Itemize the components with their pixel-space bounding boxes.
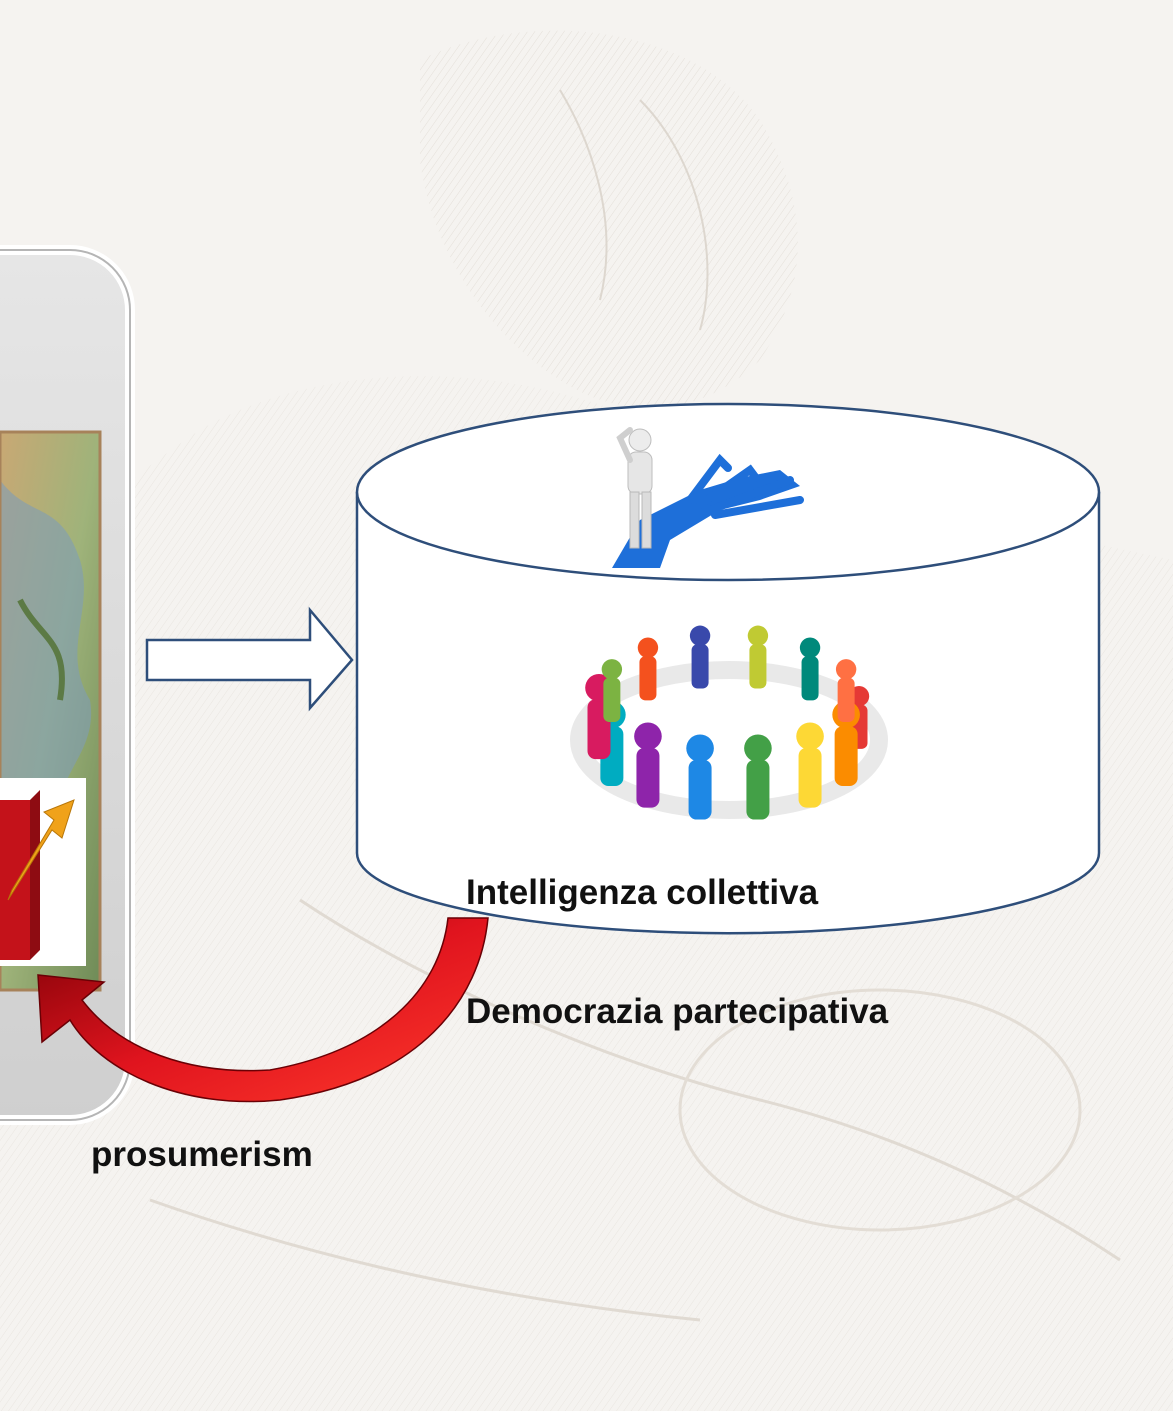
collective-intelligence-label: Intelligenza collettiva — [466, 873, 819, 912]
person-head — [799, 637, 821, 658]
person-figure — [639, 656, 657, 701]
person-figure — [801, 656, 819, 701]
curved-red-arrow — [37, 917, 489, 1103]
person-head — [796, 722, 824, 751]
person-figure — [834, 726, 858, 787]
person-head — [686, 734, 714, 763]
collective-cylinder — [355, 402, 1101, 935]
person-head — [634, 722, 662, 751]
thinker-choosing-paths-icon — [612, 427, 804, 568]
prosumerism-label: prosumerism — [91, 1135, 313, 1174]
participatory-democracy-label: Democrazia partecipativa — [466, 992, 889, 1031]
person-figure — [746, 759, 770, 820]
person-figure — [837, 677, 855, 722]
right-block-arrow — [145, 606, 354, 712]
person-figure — [603, 677, 621, 722]
person-head — [835, 659, 857, 680]
person-head — [747, 625, 769, 646]
person-figure — [636, 747, 660, 808]
person-head — [637, 637, 659, 658]
growth-chart-icon — [0, 778, 86, 966]
person-head — [689, 625, 711, 646]
person-figure — [688, 759, 712, 820]
person-figure — [749, 644, 767, 689]
person-head — [744, 734, 772, 763]
person-figure — [691, 644, 709, 689]
person-figure — [798, 747, 822, 808]
people-circle-icon — [570, 625, 888, 820]
person-head — [601, 659, 623, 680]
